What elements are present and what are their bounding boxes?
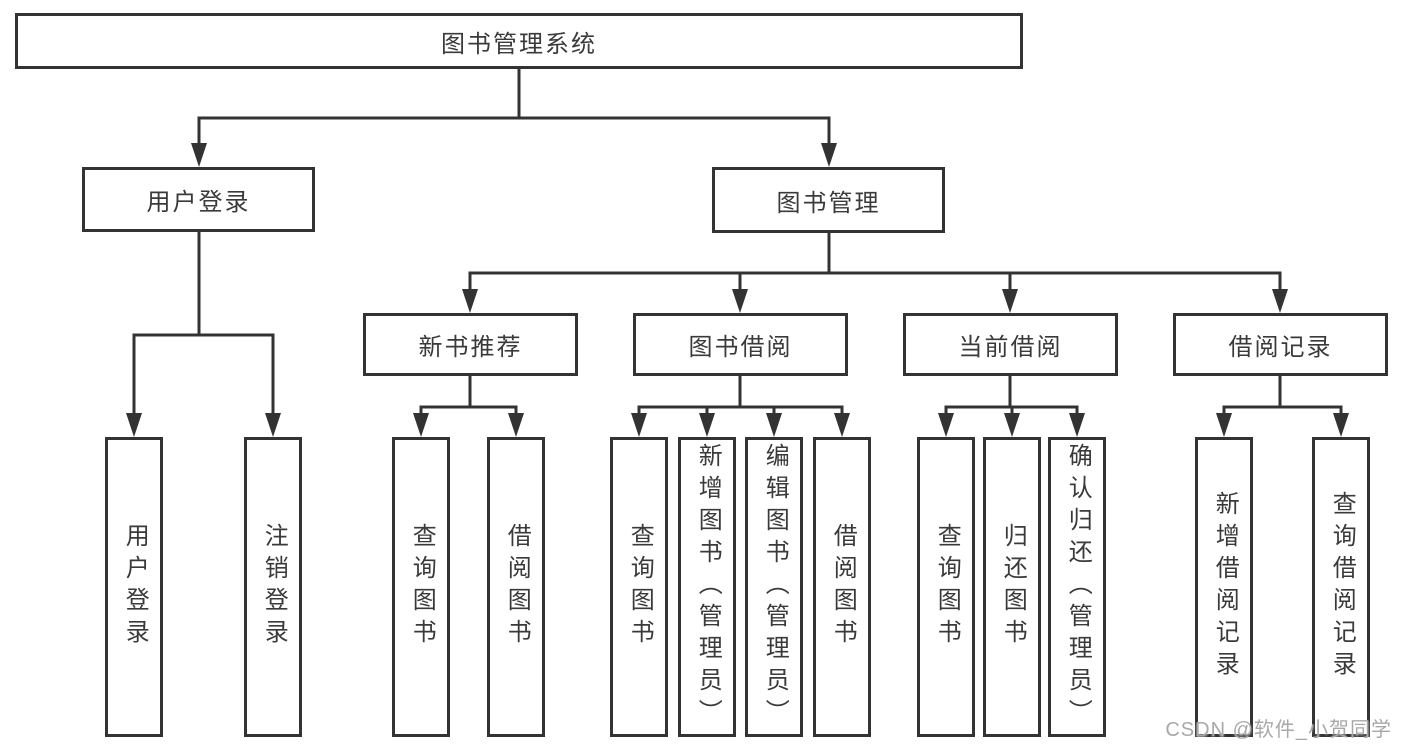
node-book-management: 图书管理 bbox=[712, 167, 945, 233]
leaf-logout: 注销登录 bbox=[244, 437, 302, 737]
arrowhead bbox=[191, 143, 207, 167]
csdn-watermark: CSDN @软件_小贺同学 bbox=[1165, 719, 1392, 741]
arrowhead bbox=[1069, 413, 1085, 437]
arrowhead bbox=[938, 413, 954, 437]
leaf-edit-book-admin: 编辑图书（管理员） bbox=[745, 437, 803, 737]
leaf-add-borrow-record: 新增借阅记录 bbox=[1195, 437, 1253, 737]
arrowhead bbox=[834, 413, 850, 437]
leaf-label: 借阅图书 bbox=[829, 523, 857, 651]
leaf-label: 借阅图书 bbox=[503, 523, 531, 651]
arrowhead bbox=[631, 413, 647, 437]
leaf-user-login: 用户登录 bbox=[105, 437, 163, 737]
node-borrow-records: 借阅记录 bbox=[1173, 313, 1388, 376]
leaf-label: 查询图书 bbox=[408, 523, 436, 651]
connector-borrow-bar bbox=[637, 405, 844, 415]
node-user-login: 用户登录 bbox=[82, 167, 315, 232]
arrowhead bbox=[1272, 289, 1288, 313]
connector-records-bar bbox=[1222, 405, 1343, 415]
leaf-query-books-1: 查询图书 bbox=[392, 437, 450, 737]
leaf-label: 查询图书 bbox=[933, 523, 961, 651]
arrowhead bbox=[126, 413, 142, 437]
arrowhead bbox=[766, 413, 782, 437]
node-new-book-recommend: 新书推荐 bbox=[363, 313, 578, 376]
leaf-label: 确认归还（管理员） bbox=[1064, 443, 1092, 731]
leaf-query-borrow-record: 查询借阅记录 bbox=[1312, 437, 1370, 737]
leaf-add-book-admin: 新增图书（管理员） bbox=[678, 437, 736, 737]
arrowhead bbox=[732, 289, 748, 313]
leaf-label: 查询借阅记录 bbox=[1328, 491, 1356, 683]
arrowhead bbox=[1333, 413, 1349, 437]
leaf-label: 归还图书 bbox=[999, 523, 1027, 651]
arrowhead bbox=[265, 413, 281, 437]
leaf-confirm-return-admin: 确认归还（管理员） bbox=[1048, 437, 1106, 737]
arrowhead bbox=[462, 289, 478, 313]
arrowhead bbox=[1004, 413, 1020, 437]
leaf-label: 新增借阅记录 bbox=[1211, 491, 1239, 683]
arrowhead bbox=[1002, 289, 1018, 313]
arrowhead bbox=[508, 413, 524, 437]
arrowhead bbox=[1216, 413, 1232, 437]
leaf-borrow-books-2: 借阅图书 bbox=[813, 437, 871, 737]
node-book-borrow: 图书借阅 bbox=[633, 313, 848, 376]
leaf-borrow-books-1: 借阅图书 bbox=[487, 437, 545, 737]
leaf-label: 新增图书（管理员） bbox=[694, 443, 722, 731]
connector-root-bar bbox=[197, 116, 831, 146]
arrowhead bbox=[699, 413, 715, 437]
arrowhead bbox=[413, 413, 429, 437]
leaf-label: 编辑图书（管理员） bbox=[761, 443, 789, 731]
node-current-borrow: 当前借阅 bbox=[903, 313, 1118, 376]
leaf-query-books-3: 查询图书 bbox=[917, 437, 975, 737]
arrowhead bbox=[821, 143, 837, 167]
leaf-return-book: 归还图书 bbox=[983, 437, 1041, 737]
leaf-label: 用户登录 bbox=[121, 523, 149, 651]
connector-recommend-bar bbox=[419, 405, 518, 415]
node-library-system: 图书管理系统 bbox=[15, 13, 1023, 69]
connector-bookmgmt-bar bbox=[468, 271, 1282, 291]
leaf-label: 注销登录 bbox=[260, 523, 288, 651]
connector-userlogin-bar bbox=[132, 333, 275, 415]
leaf-label: 查询图书 bbox=[626, 523, 654, 651]
leaf-query-books-2: 查询图书 bbox=[610, 437, 668, 737]
